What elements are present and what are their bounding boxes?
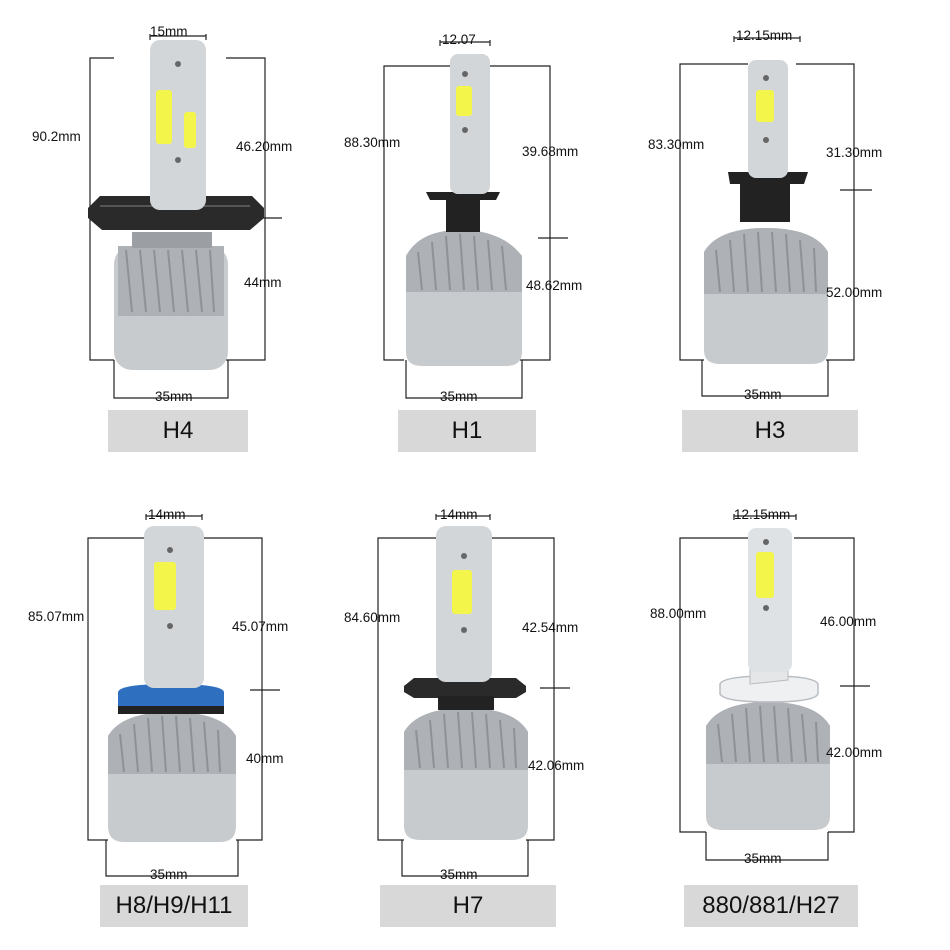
880-width-top-label: 12.15mm <box>734 507 790 522</box>
h1-width-top-label: 12.07 <box>442 32 476 47</box>
880-upper-length-label: 46.00mm <box>820 614 876 629</box>
bulb-tile-880-881-h27: 12.15mm 88.00mm 46.00mm 42.00mm 35mm 880… <box>600 480 900 940</box>
h8-lower-length-label: 40mm <box>246 751 284 766</box>
880-base-width-label: 35mm <box>744 851 782 866</box>
h4-lower-length-label: 44mm <box>244 275 282 290</box>
h8-total-length-label: 85.07mm <box>28 609 84 624</box>
880-lower-length-label: 42.00mm <box>826 745 882 760</box>
h7-model-label: H7 <box>380 885 556 927</box>
880-881-h27-bulb-drawing: 12.15mm 88.00mm 46.00mm 42.00mm 35mm <box>650 507 882 866</box>
h3-model-label: H3 <box>682 410 858 452</box>
h3-lower-length-label: 52.00mm <box>826 285 882 300</box>
h7-lower-length-label: 42.06mm <box>528 758 584 773</box>
h7-base-width-label: 35mm <box>440 867 478 882</box>
bulb-tile-h8-h9-h11: 14mm 85.07mm 45.07mm 40mm 35mm H8/H9/H11 <box>0 480 300 940</box>
h7-upper-length-label: 42.54mm <box>522 620 578 635</box>
h4-total-length-label: 90.2mm <box>32 129 81 144</box>
h1-lower-length-label: 48.62mm <box>526 278 582 293</box>
h4-upper-length-label: 46.20mm <box>236 139 292 154</box>
h8-h9-h11-model-label: H8/H9/H11 <box>100 885 248 927</box>
h1-base-width-label: 35mm <box>440 389 478 404</box>
bulb-tile-h7: 14mm 84.60mm 42.54mm 42.06mm 35mm H7 <box>300 480 600 940</box>
h8-upper-length-label: 45.07mm <box>232 619 288 634</box>
h4-model-label: H4 <box>108 410 248 452</box>
bulb-tile-h4: 15mm 90.2mm 46.20mm 44mm 35mm H4 <box>0 0 300 460</box>
h1-bulb-drawing: 12.07 88.30mm 39.68mm 48.62mm 35mm <box>344 32 582 404</box>
h7-total-length-label: 84.60mm <box>344 610 400 625</box>
h1-model-label: H1 <box>398 410 536 452</box>
bulb-tile-h1: 12.07 88.30mm 39.68mm 48.62mm 35mm H1 <box>300 0 600 460</box>
880-total-length-label: 88.00mm <box>650 606 706 621</box>
bulb-tile-h3: 12.15mm 83.30mm 31.30mm 52.00mm 35mm H3 <box>600 0 900 460</box>
h3-bulb-drawing: 12.15mm 83.30mm 31.30mm 52.00mm 35mm <box>648 28 882 402</box>
h7-bulb-drawing: 14mm 84.60mm 42.54mm 42.06mm 35mm <box>344 507 584 882</box>
h3-upper-length-label: 31.30mm <box>826 145 882 160</box>
880-881-h27-model-label: 880/881/H27 <box>684 885 858 927</box>
h8-width-top-label: 14mm <box>148 507 186 522</box>
h7-width-top-label: 14mm <box>440 507 478 522</box>
h1-total-length-label: 88.30mm <box>344 135 400 150</box>
h8-h9-h11-bulb-drawing: 14mm 85.07mm 45.07mm 40mm 35mm <box>28 507 288 882</box>
h3-base-width-label: 35mm <box>744 387 782 402</box>
h4-base-width-label: 35mm <box>155 389 193 404</box>
h1-upper-length-label: 39.68mm <box>522 144 578 159</box>
h4-bulb-drawing: 15mm 90.2mm 46.20mm 44mm 35mm <box>32 24 292 404</box>
h4-width-top-label: 15mm <box>150 24 188 39</box>
h8-base-width-label: 35mm <box>150 867 188 882</box>
h3-total-length-label: 83.30mm <box>648 137 704 152</box>
h3-width-top-label: 12.15mm <box>736 28 792 43</box>
